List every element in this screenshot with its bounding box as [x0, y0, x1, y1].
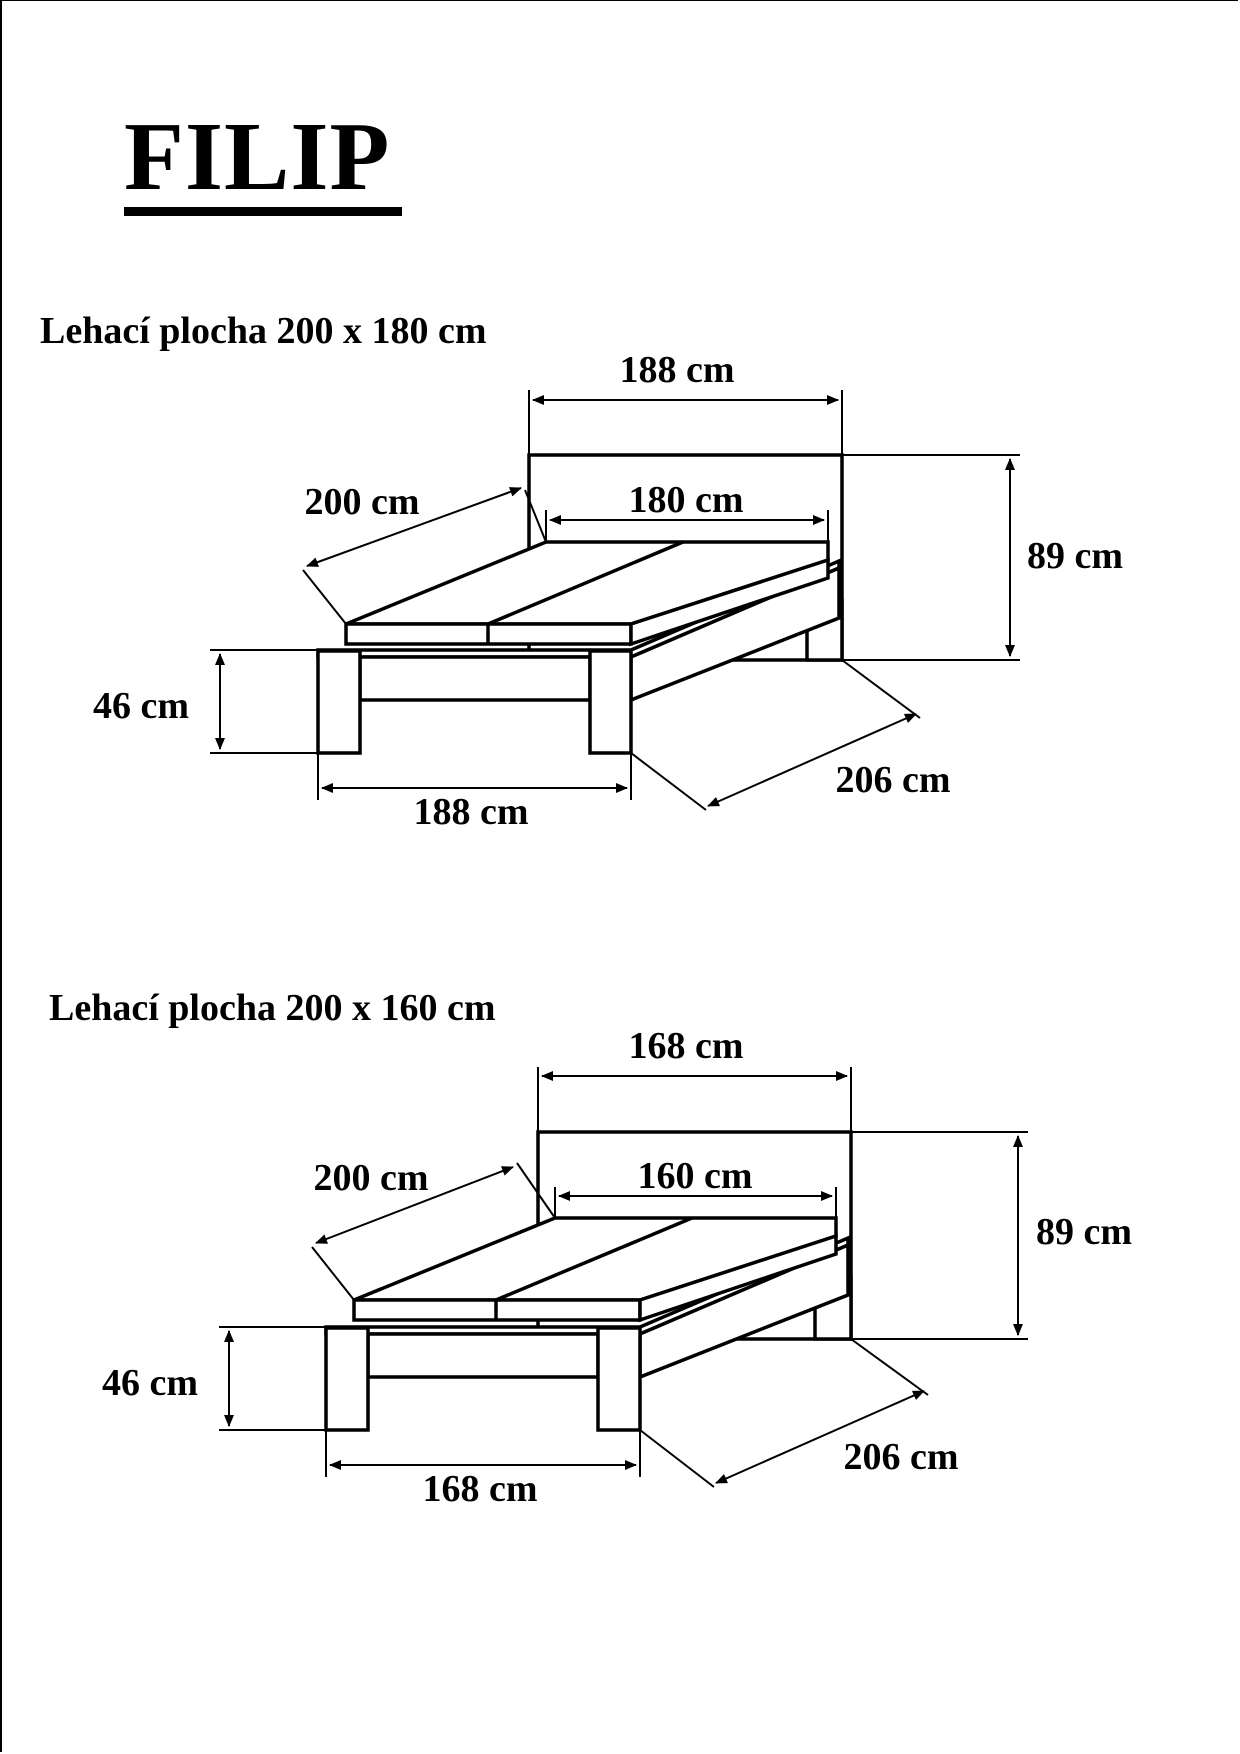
- dim-headboard-height: 89 cm: [1036, 1211, 1132, 1253]
- dim-headboard-width: 168 cm: [628, 1025, 743, 1067]
- dim-mattress-width: 180 cm: [628, 479, 743, 521]
- diagram-1-label: Lehací plocha 200 x 180 cm: [40, 310, 487, 352]
- dim-total-length-line: [707, 713, 917, 807]
- frame-front-rail: [358, 655, 592, 702]
- dim-length-top: 200 cm: [304, 481, 419, 523]
- front-left-leg: [316, 649, 362, 755]
- dim-bed-height: 46 cm: [102, 1362, 198, 1404]
- dim-frame-width: 168 cm: [422, 1468, 537, 1510]
- dim-length-top-line: [306, 487, 522, 567]
- title-underline: [124, 207, 402, 216]
- dim-length-top-line: [315, 1166, 514, 1244]
- dim-total-length-line: [715, 1390, 925, 1484]
- diagram-2-label: Lehací plocha 200 x 160 cm: [49, 987, 496, 1029]
- dim-bed-height: 46 cm: [93, 685, 189, 727]
- frame-front-rail: [366, 1332, 600, 1379]
- mattress-side: [629, 557, 830, 647]
- dim-headboard-width: 188 cm: [619, 349, 734, 391]
- dim-mattress-width: 160 cm: [637, 1155, 752, 1197]
- mattress-split: [487, 540, 684, 626]
- mattress-side: [638, 1233, 838, 1323]
- dim-length-top: 200 cm: [313, 1157, 428, 1199]
- front-right-leg: [596, 1326, 642, 1432]
- dim-headboard-height: 89 cm: [1027, 535, 1123, 577]
- bed-diagram-1: 188 cm 180 cm 200 cm 89 cm 46 cm 188 cm …: [93, 349, 1123, 833]
- dim-total-length: 206 cm: [843, 1436, 958, 1478]
- bed-diagram-2: 168 cm 160 cm 200 cm 89 cm 46 cm 168 cm …: [102, 1025, 1132, 1510]
- dim-frame-width: 188 cm: [413, 791, 528, 833]
- mattress-split: [495, 1216, 693, 1302]
- front-right-leg: [588, 649, 633, 755]
- product-title: FILIP: [124, 103, 391, 211]
- dim-total-length: 206 cm: [835, 759, 950, 801]
- front-left-leg: [324, 1326, 370, 1432]
